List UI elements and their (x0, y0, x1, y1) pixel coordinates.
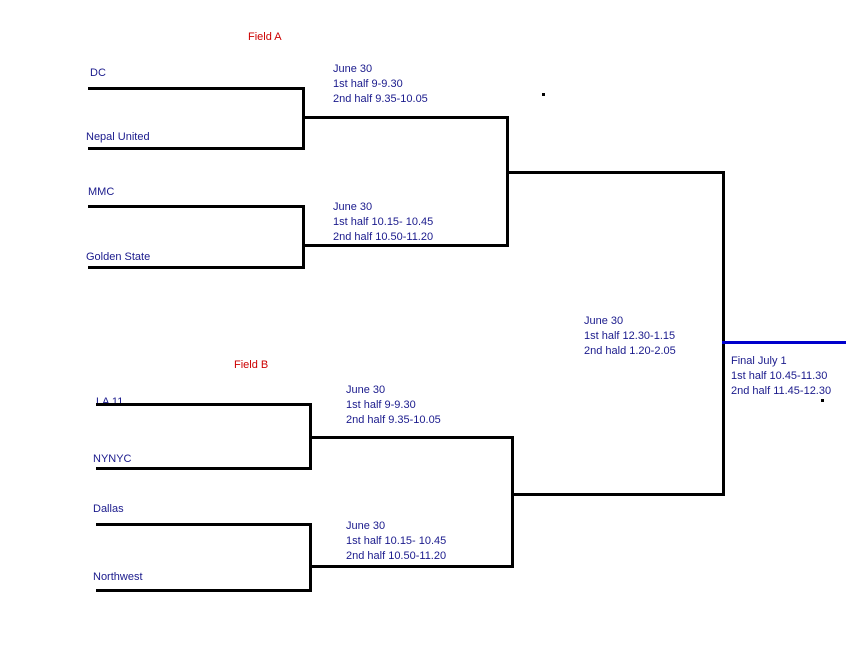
match-b2-bottom-line (96, 589, 312, 592)
final-date: Final July 1 (731, 355, 787, 367)
final-info: Final July 1 1st half 10.45-11.30 2nd ha… (731, 354, 831, 399)
match-a2-second-half: 2nd half 10.50-11.20 (333, 231, 434, 243)
match-b2-connector (309, 523, 312, 592)
match-b2-info: June 30 1st half 10.15- 10.45 2nd half 1… (346, 519, 446, 564)
match-a2-top-line (88, 205, 305, 208)
match-a2-date: June 30 (333, 201, 373, 213)
team-label-golden-state: Golden State (86, 251, 151, 263)
team-label-dallas: Dallas (93, 503, 124, 515)
match-b1-first-half: 1st half 9-9.30 (346, 399, 416, 411)
final-winner-line (722, 341, 846, 344)
match-b1-second-half: 2nd half 9.35-10.05 (346, 414, 441, 426)
final-second-half: 2nd half 11.45-12.30 (731, 385, 832, 397)
semifinal-b-bottom-line (310, 565, 513, 568)
match-b2-first-half: 1st half 10.15- 10.45 (346, 535, 447, 547)
team-label-nepal-united: Nepal United (86, 131, 150, 143)
match-b2-date: June 30 (346, 520, 386, 532)
match-b2-second-half: 2nd half 10.50-11.20 (346, 550, 447, 562)
semifinal-second-half: 2nd hald 1.20-2.05 (584, 345, 676, 357)
match-b1-bottom-line (96, 467, 312, 470)
team-label-nynyc: NYNYC (93, 453, 132, 465)
team-label-mmc: MMC (88, 186, 115, 198)
match-a1-top-line (88, 87, 305, 90)
semifinal-a-connector (506, 116, 509, 247)
semifinal-a-top-line (305, 116, 508, 119)
match-b1-info: June 30 1st half 9-9.30 2nd half 9.35-10… (346, 383, 441, 428)
match-a1-connector (302, 87, 305, 150)
final-connector (722, 171, 725, 496)
semifinal-info: June 30 1st half 12.30-1.15 2nd hald 1.2… (584, 314, 676, 359)
final-top-feed-line (506, 171, 725, 174)
field-b-label: Field B (234, 359, 269, 371)
semifinal-first-half: 1st half 12.30-1.15 (584, 330, 676, 342)
match-a2-info: June 30 1st half 10.15- 10.45 2nd half 1… (333, 200, 433, 245)
team-label-dc: DC (90, 67, 106, 79)
field-a-label: Field A (248, 31, 282, 43)
final-bottom-feed-line (511, 493, 725, 496)
semifinal-b-connector (511, 436, 514, 568)
artifact-dot-upper (542, 93, 545, 96)
match-a1-date: June 30 (333, 63, 373, 75)
semifinal-a-bottom-line (305, 244, 508, 247)
team-label-northwest: Northwest (93, 571, 143, 583)
match-a2-connector (302, 205, 305, 269)
match-b2-top-line (96, 523, 312, 526)
semifinal-date: June 30 (584, 315, 624, 327)
match-b1-date: June 30 (346, 384, 386, 396)
match-b1-top-line (96, 403, 312, 406)
semifinal-b-top-line (310, 436, 513, 439)
artifact-dot-lower (821, 399, 824, 402)
match-a1-first-half: 1st half 9-9.30 (333, 78, 403, 90)
final-first-half: 1st half 10.45-11.30 (731, 370, 828, 382)
match-a2-first-half: 1st half 10.15- 10.45 (333, 216, 434, 228)
match-a1-info: June 30 1st half 9-9.30 2nd half 9.35-10… (333, 62, 428, 107)
match-a1-bottom-line (88, 147, 305, 150)
match-a1-second-half: 2nd half 9.35-10.05 (333, 93, 428, 105)
match-a2-bottom-line (88, 266, 305, 269)
